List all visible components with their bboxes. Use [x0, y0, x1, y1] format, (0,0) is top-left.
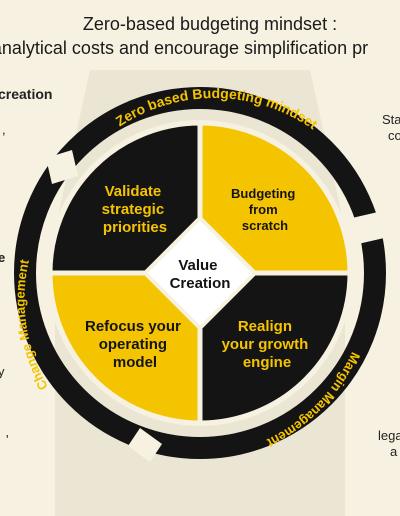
center-diamond	[142, 215, 258, 331]
left-fragment-1: ,	[2, 122, 6, 137]
quadrant-top-left	[47, 120, 203, 276]
quadrant-bottom-left	[47, 270, 203, 426]
quadrant-text-top-left: Validate strategic priorities	[102, 183, 169, 236]
right-fragment-3: lega	[378, 428, 400, 443]
quadrant-text-bottom-left: Refocus your operating model	[85, 318, 185, 371]
ring-gap-right	[352, 212, 384, 244]
quadrant-text-top-right: Budgeting from scratch	[231, 186, 299, 233]
outer-ring	[14, 87, 386, 459]
left-fragment-4: '	[6, 432, 9, 447]
quadrant-text-bottom-right: Realign your growth engine	[222, 318, 313, 371]
title-line-1: Zero-based budgeting mindset :	[82, 14, 338, 34]
left-fragment-3: y	[0, 364, 5, 379]
ring-gap-top-left	[46, 150, 78, 184]
right-fragment-4: a	[390, 444, 398, 459]
left-fragment-creation: creation	[0, 86, 53, 102]
left-fragment-2: e	[0, 250, 6, 265]
title-line-2: analytical costs and encourage simplific…	[0, 38, 369, 58]
center-label: Value Creation	[170, 257, 231, 292]
right-fragment-1: Sta	[382, 112, 400, 127]
quadrant-top-right	[197, 120, 353, 276]
right-fragment-2: co	[388, 128, 400, 143]
quadrant-bottom-right	[197, 270, 353, 426]
ring-gap-bottom	[128, 428, 162, 462]
